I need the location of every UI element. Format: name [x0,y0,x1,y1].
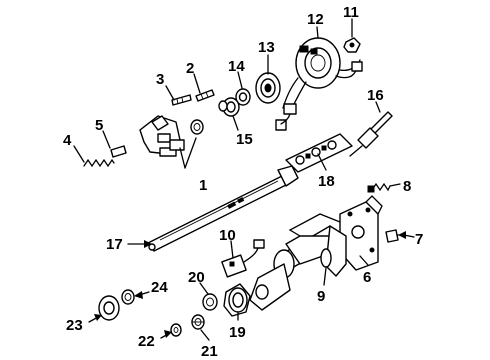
callout-16: 16 [367,87,384,104]
part-20-ring [202,293,218,311]
callout-18: 18 [318,173,335,190]
part-9-column-jacket [249,213,347,311]
part-18-switch-housing [285,133,353,173]
part-8-bolt [367,182,391,193]
callout-24: 24 [151,279,168,296]
callout-19: 19 [229,324,246,341]
callout-1: 1 [199,177,207,194]
part-21-sleeve [191,314,205,330]
part-3-pin [171,94,192,106]
part-14-spacer [235,88,251,106]
part-15-seal [218,97,240,117]
leader-lines [73,18,415,341]
callout-20: 20 [188,269,205,286]
part-12-coil-assembly [275,37,363,131]
callout-6: 6 [363,269,371,286]
part-22-washer [170,323,182,337]
part-24-nut [121,289,135,305]
callout-12: 12 [307,11,324,28]
callout-10: 10 [219,227,236,244]
callout-2: 2 [186,60,194,77]
part-6-bracket [339,195,383,271]
part-10-switch [221,239,265,278]
part-4-spring [83,158,115,168]
part-17-lower-shaft [147,165,299,252]
callout-13: 13 [258,39,275,56]
callout-5: 5 [95,117,103,134]
part-13-bearing [255,72,281,104]
callout-22: 22 [138,333,155,350]
callout-21: 21 [201,343,218,360]
callout-17: 17 [106,236,123,253]
callout-4: 4 [63,132,72,149]
part-1-lock-housing [139,115,204,169]
part-16-upper-shaft [349,111,393,157]
callout-8: 8 [403,178,411,195]
part-5-sleeve [110,145,127,158]
part-23-washer [98,295,120,321]
leader-lines-extra [232,26,319,131]
part-11-nut [343,37,361,53]
callout-23: 23 [66,317,83,334]
callout-7: 7 [415,231,423,248]
callout-3: 3 [156,71,164,88]
callout-11: 11 [343,4,359,21]
part-2-pin [195,89,215,102]
callout-14: 14 [228,58,245,75]
callout-9: 9 [317,288,325,305]
callout-labels: 1 2 3 4 5 6 7 8 9 10 11 12 13 14 15 16 1… [63,4,423,360]
callout-15: 15 [236,131,253,148]
part-19-bearing [223,283,251,317]
